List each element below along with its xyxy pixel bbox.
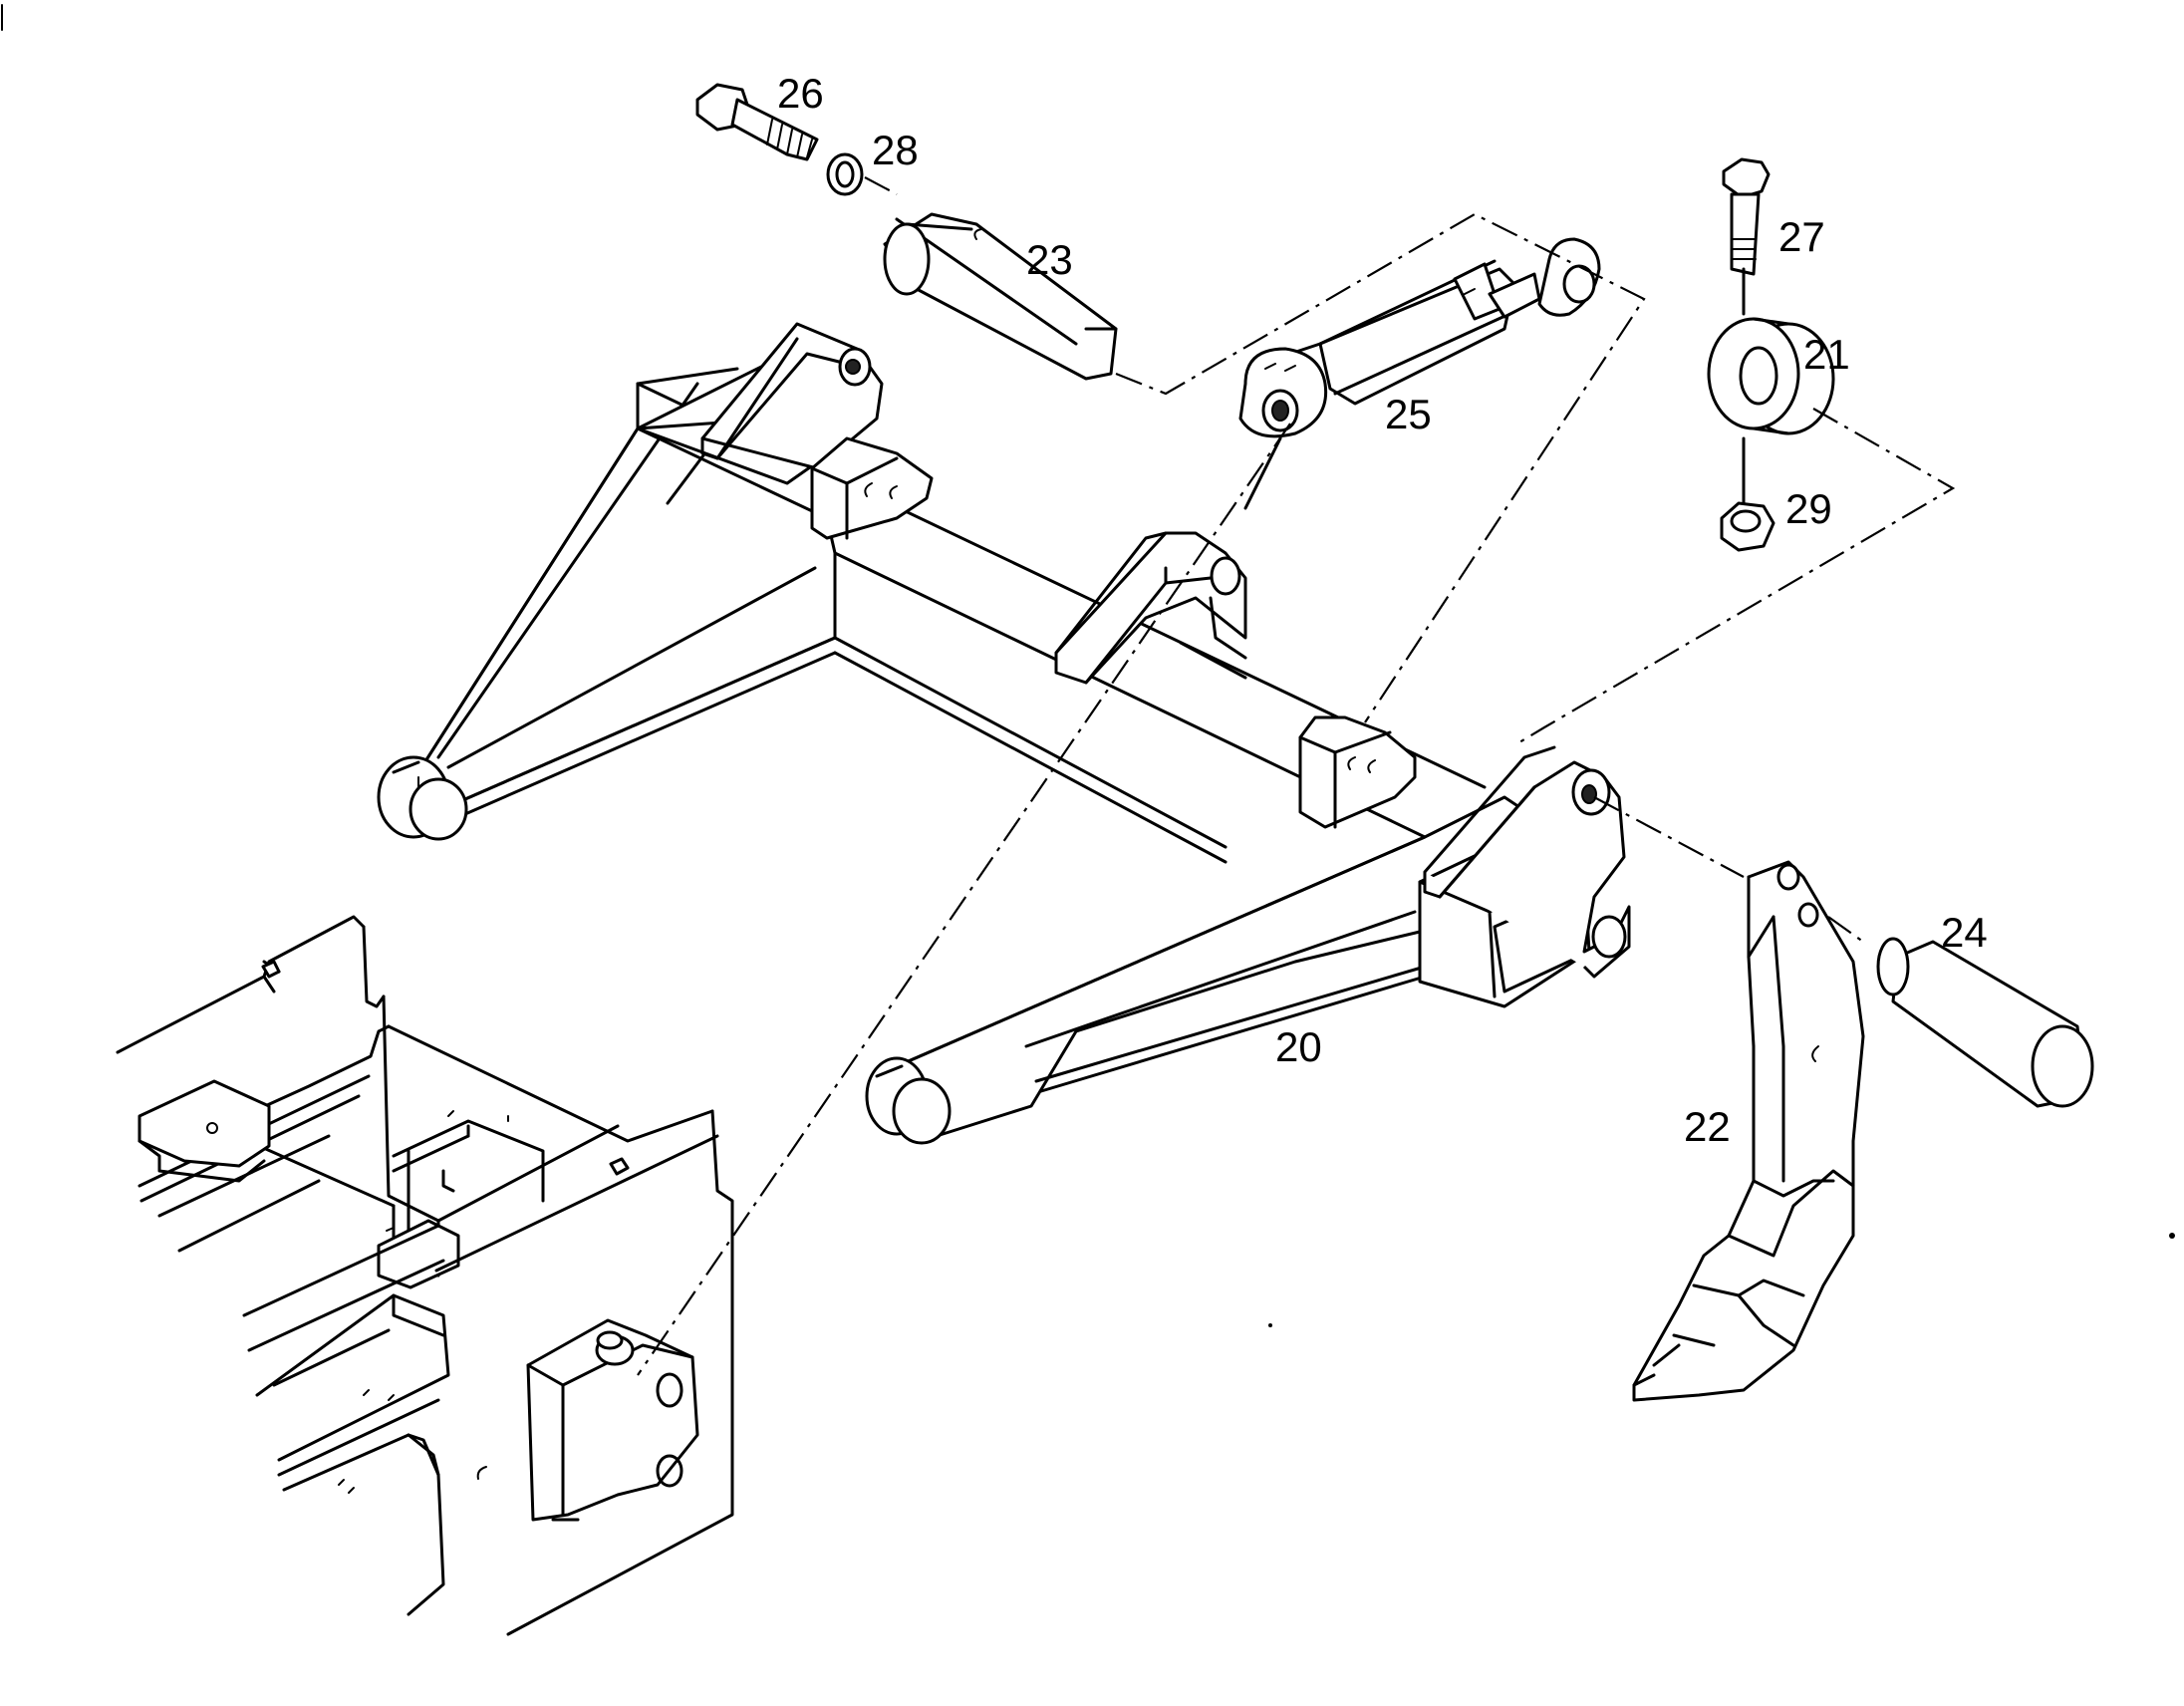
bolt-27 (1722, 157, 1771, 276)
assembly-center-lines (637, 176, 1956, 1376)
callout-22: 22 (1684, 1103, 1731, 1150)
ripper-frame-beam (377, 322, 1631, 1145)
callout-23: 23 (1026, 236, 1073, 283)
scan-specks (1, 4, 2175, 1327)
washer-28 (826, 152, 864, 196)
bolt-26 (695, 83, 819, 161)
callout-20: 20 (1275, 1023, 1322, 1070)
callout-24: 24 (1941, 909, 1988, 956)
callout-25: 25 (1385, 391, 1432, 437)
callout-26: 26 (777, 70, 824, 117)
callout-29: 29 (1785, 485, 1832, 532)
nut-29 (1720, 501, 1775, 552)
tractor-rear-frame (116, 915, 734, 1636)
callout-21: 21 (1803, 331, 1850, 378)
hydraulic-cylinder (1238, 237, 1601, 438)
callout-27: 27 (1778, 213, 1825, 260)
ripper-mount-bracket (476, 1318, 699, 1522)
spacer-21 (1707, 317, 1835, 435)
pin-23 (883, 212, 1118, 381)
callout-labels: 20 21 22 23 24 25 26 27 28 29 (777, 70, 1988, 1150)
ripper-shank-22 (1632, 860, 1865, 1402)
callout-28: 28 (872, 127, 919, 173)
pin-24 (1876, 937, 2094, 1108)
